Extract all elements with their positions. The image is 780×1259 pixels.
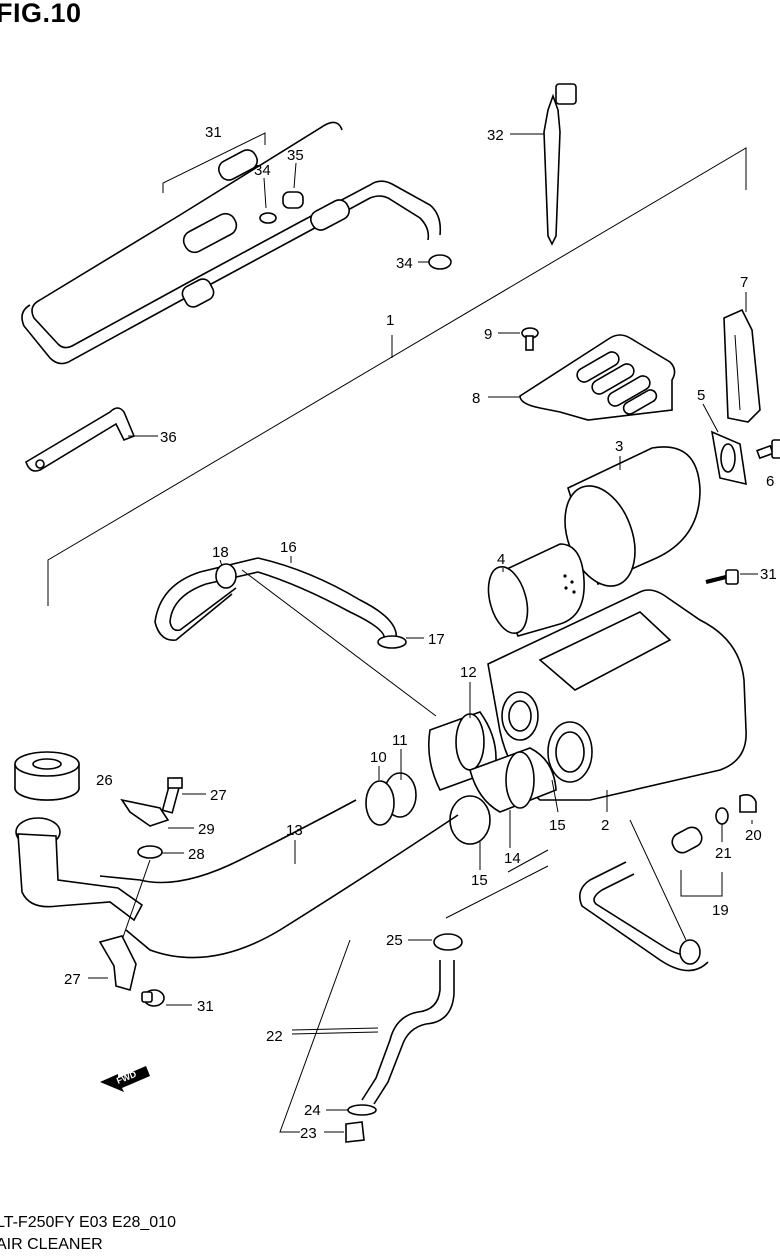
hose-assembly-19: [445, 794, 757, 972]
bracket-27: [98, 935, 137, 992]
callout-31-lower: 31: [197, 998, 214, 1015]
bracket-36: [25, 407, 136, 472]
forward-direction-arrow: FWD: [100, 1066, 150, 1092]
clamp-17-icon: [377, 635, 407, 649]
callout-34-lower: 34: [396, 255, 413, 272]
callout-10: 10: [370, 749, 387, 766]
bolt-28: [161, 777, 183, 814]
callout-7: 7: [740, 274, 748, 291]
callout-22: 22: [266, 1028, 283, 1045]
callout-8: 8: [472, 390, 480, 407]
callout-15-upper: 15: [549, 817, 566, 834]
callout-9: 9: [484, 326, 492, 343]
callout-13: 13: [286, 822, 303, 839]
figure-code: LT-F250FY E03 E28_010: [0, 1214, 176, 1231]
callout-25: 25: [386, 932, 403, 949]
cleaner-cover-8: [519, 334, 676, 421]
callout-23: 23: [300, 1125, 317, 1142]
plate-30: [120, 798, 170, 827]
callout-26: 26: [96, 772, 113, 789]
callout-30: 29: [198, 821, 215, 838]
callout-29: 28: [188, 846, 205, 863]
clamp-24-icon: [347, 1104, 377, 1116]
callout-3: 3: [615, 438, 623, 455]
cleaner-case-2: [487, 589, 747, 801]
callout-36: 36: [160, 429, 177, 446]
connector-35-icon: [282, 191, 304, 209]
plug-23: [345, 1121, 365, 1143]
callout-12: 12: [460, 664, 477, 681]
callout-33: 31: [205, 124, 222, 141]
callout-2: 2: [601, 817, 609, 834]
callout-28: 27: [210, 787, 227, 804]
callout-32: 32: [487, 127, 504, 144]
callout-20: 20: [745, 827, 762, 844]
bolt-31-lower: [141, 989, 165, 1007]
inlet-pipe: [15, 817, 144, 922]
clamp-34b-icon: [428, 254, 452, 270]
callout-19: 19: [712, 902, 729, 919]
callout-6: 6: [766, 473, 774, 490]
holder-7: [723, 308, 761, 423]
connector-boots: [365, 711, 557, 845]
callout-17: 17: [428, 631, 445, 648]
callout-1: 1: [386, 312, 394, 329]
callout-34-upper: 34: [254, 162, 271, 179]
callout-31-upper: 31: [760, 566, 777, 583]
callout-11: 11: [392, 732, 408, 749]
bolt-6: [756, 439, 780, 460]
spacer-26: [14, 751, 80, 801]
screw-9: [521, 327, 539, 351]
filter-element-3: [564, 446, 701, 587]
drain-hose-22: [361, 960, 441, 1101]
callout-18: 18: [212, 544, 229, 561]
callout-14: 14: [504, 850, 521, 867]
callout-4: 4: [497, 551, 505, 568]
figure-name: AIR CLEANER: [0, 1236, 103, 1253]
tie-strap-32: [543, 83, 577, 246]
filter-frame-4: [487, 543, 585, 637]
figure-title: FIG.10: [0, 0, 82, 28]
clamp-25-icon: [433, 933, 463, 951]
callout-24: 24: [304, 1102, 321, 1119]
breather-hose-assembly: [21, 121, 442, 365]
bolt-31-upper: [705, 569, 739, 585]
callout-21: 21: [715, 845, 732, 862]
intake-duct-13: [99, 799, 357, 884]
clamp-18-icon: [215, 563, 237, 589]
callout-35: 35: [287, 147, 304, 164]
clamp-34-icon: [259, 212, 277, 224]
assembly-bracket-1: [47, 147, 747, 606]
callout-15-lower: 15: [471, 872, 488, 889]
callout-27: 27: [64, 971, 81, 988]
washer-29-icon: [137, 845, 163, 859]
hose-16: [257, 557, 398, 641]
callout-5: 5: [697, 387, 705, 404]
gasket-5: [710, 430, 747, 486]
callout-16: 16: [280, 539, 297, 556]
